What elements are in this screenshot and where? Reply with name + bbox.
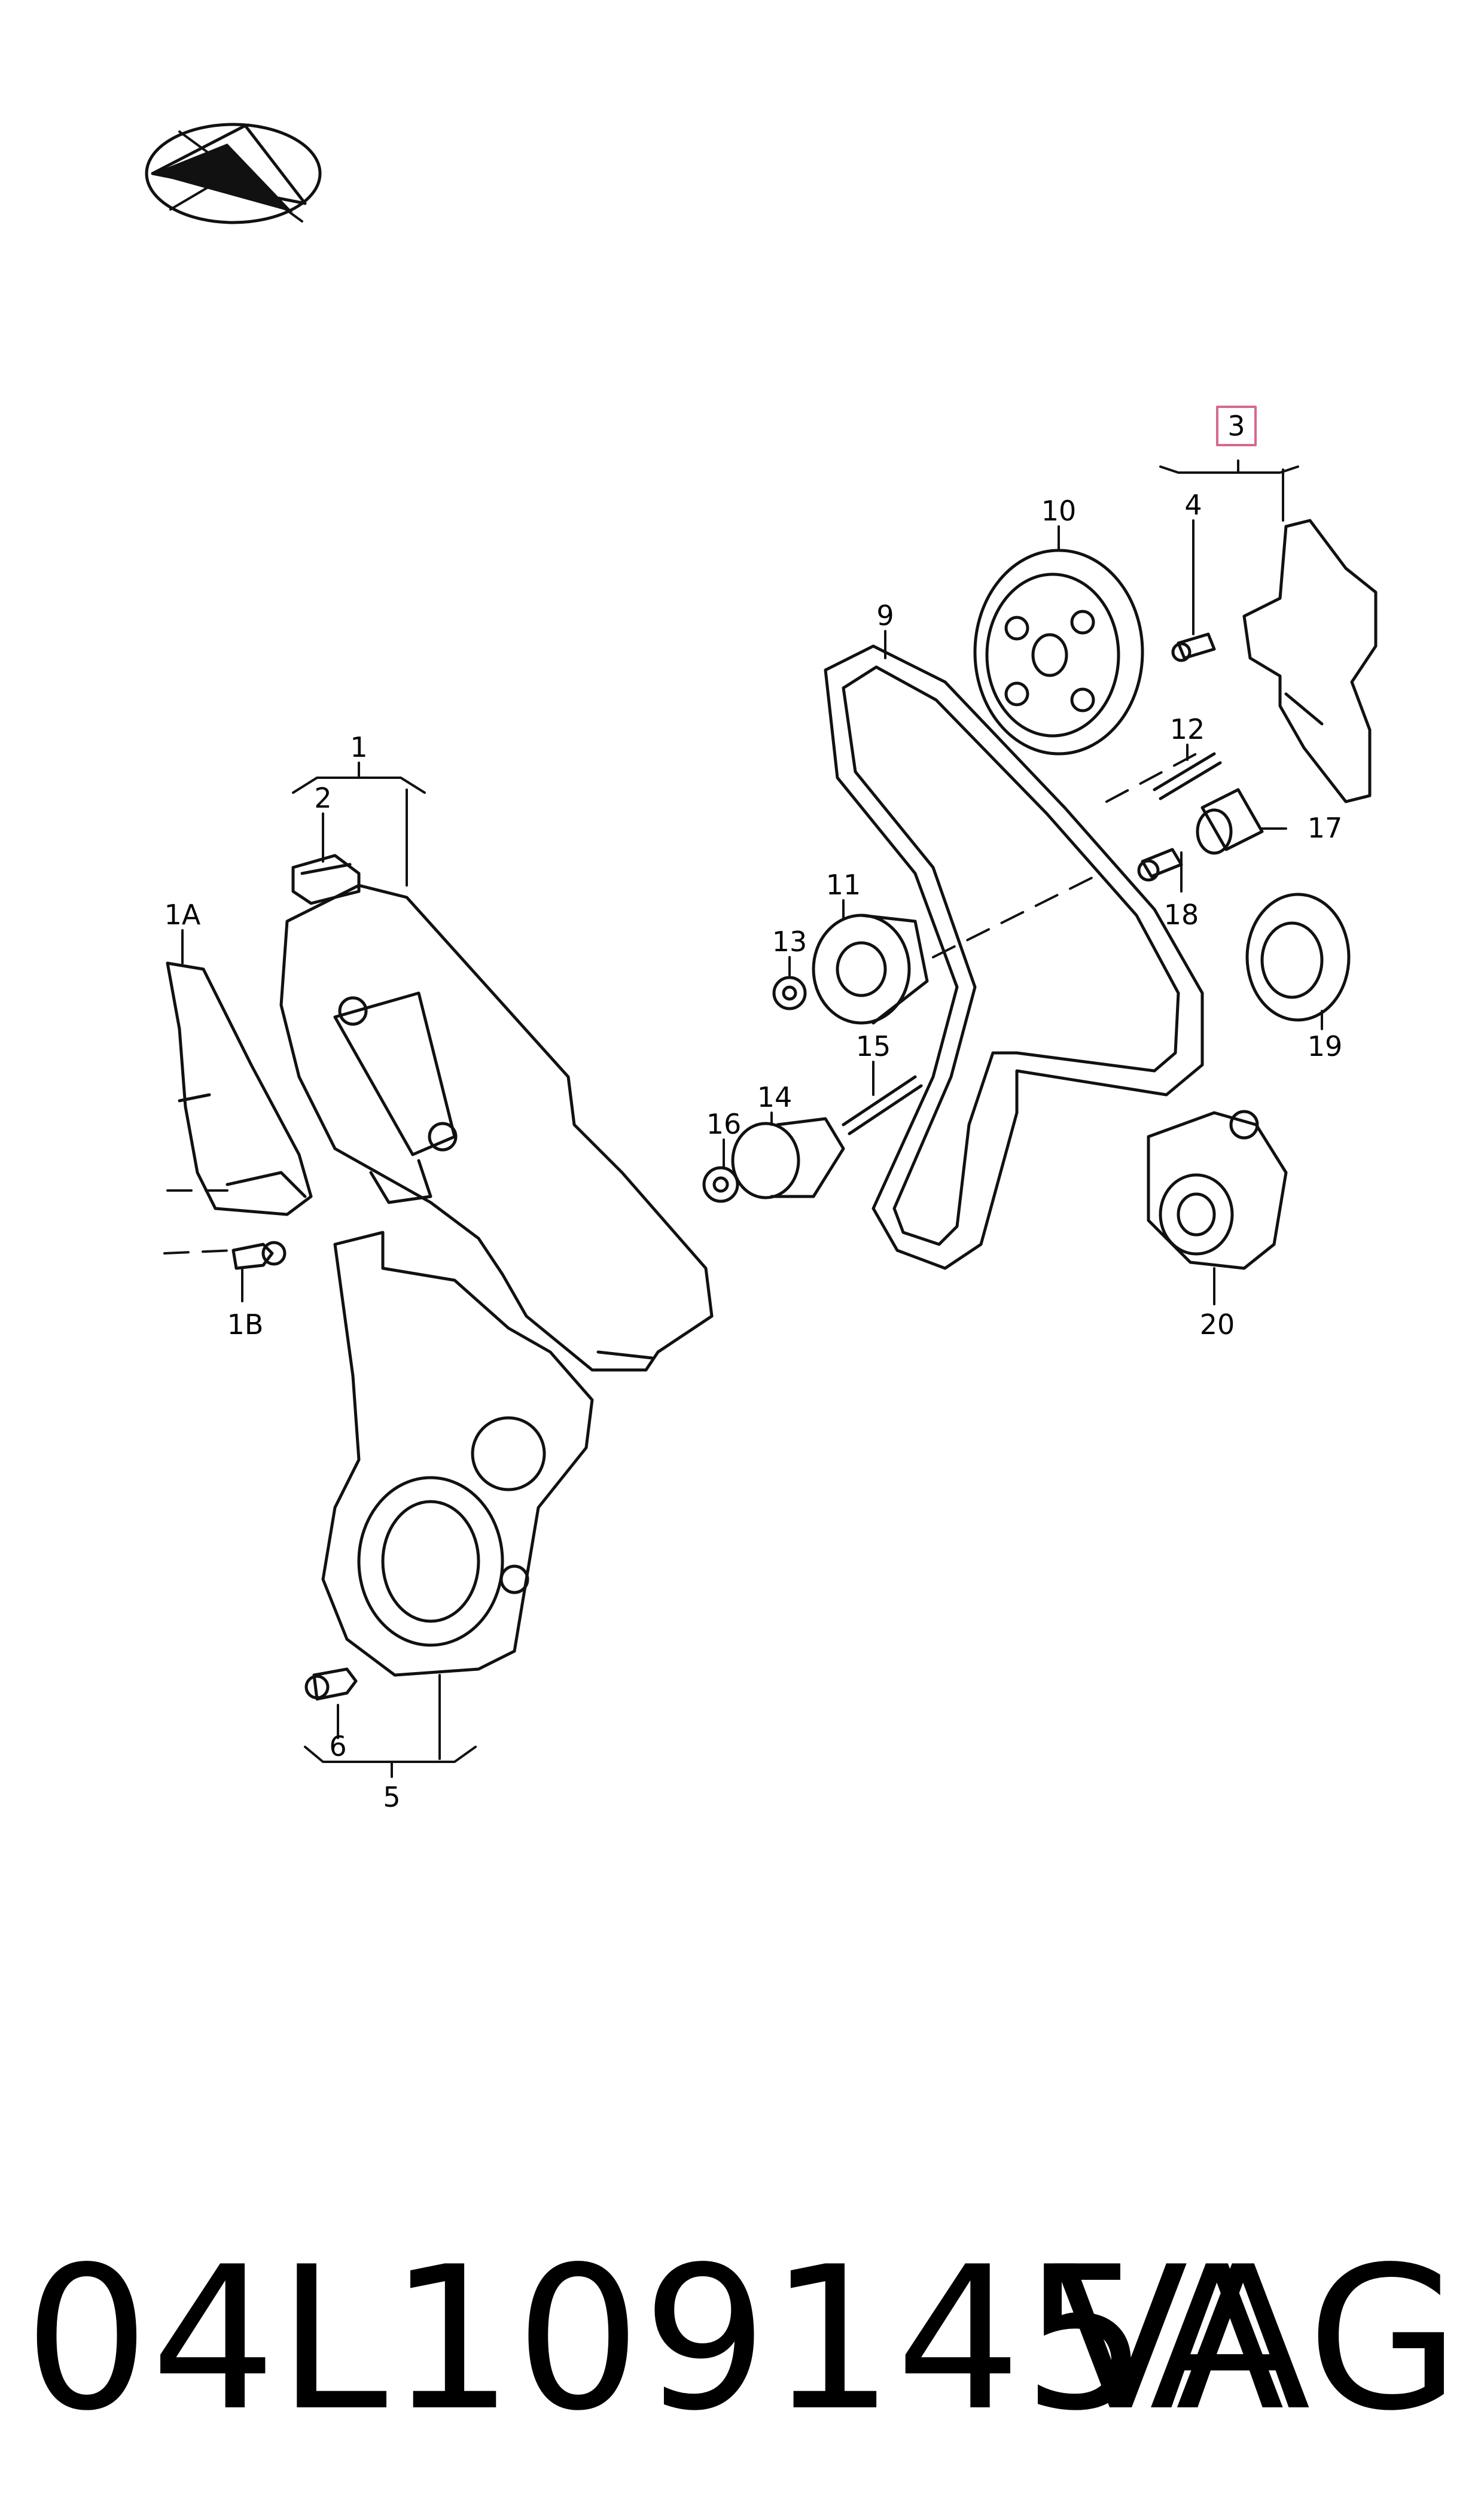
callout-6: 6 [329,1730,346,1762]
callout-9: 9 [876,599,894,632]
sleeve-part-17 [1196,788,1264,855]
callout-17: 17 [1308,812,1343,844]
callout-12: 12 [1170,713,1205,745]
camshaft-sprocket-part-10 [973,549,1144,756]
callout-3: 3 [1227,410,1245,442]
bolt-part-6 [304,1667,358,1701]
idler-roller-part-11 [812,914,929,1025]
timing-belt-part-9 [824,644,1204,1270]
callout-19: 19 [1308,1030,1343,1062]
callout-20: 20 [1200,1308,1235,1341]
bolt-part-1B [231,1241,287,1270]
side-cover-part-1A [166,961,313,1216]
callout-16: 16 [706,1108,742,1140]
stud-part-12 [1153,752,1222,800]
callout-1: 1 [350,731,367,763]
cover-clip-part-2 [291,854,361,905]
callout-2: 2 [314,782,331,814]
callout-13: 13 [772,925,807,958]
callout-14: 14 [757,1081,793,1113]
assembly-axis-lines [163,753,1197,1255]
rear-cover-part-3 [1242,519,1378,803]
crankshaft-sprocket-part-19 [1245,893,1351,1022]
callout-15: 15 [856,1030,891,1062]
callout-5: 5 [383,1781,400,1813]
nut-part-16 [702,1166,739,1203]
footer-caption: 04L109145A VAG [0,2213,1484,2465]
nut-part-13 [772,976,807,1010]
leader-lines [181,459,1323,1778]
lower-timing-cover-part-5 [321,1231,594,1677]
callout-18: 18 [1164,899,1199,931]
callout-11: 11 [826,869,861,901]
brand-logo [145,123,322,224]
callout-10: 10 [1041,495,1077,527]
water-pump-part-20 [1147,1110,1288,1270]
part-number: 04L109145A [24,2224,1286,2454]
bolt-part-18 [1137,848,1183,882]
callout-labels: 1 2 1A 1B 3 4 9 10 11 12 13 14 15 16 17 … [164,410,1343,1813]
upper-timing-cover-part-1 [279,884,714,1372]
highlighted-callout-box [1216,406,1257,446]
callout-4: 4 [1184,489,1202,521]
tensioner-roller-part-14 [731,1117,845,1199]
stud-part-15 [842,1075,923,1135]
brand-name: VAG [1053,2224,1460,2454]
bolt-part-4 [1171,632,1216,662]
callout-1A: 1A [164,899,201,931]
callout-1B: 1B [227,1308,264,1341]
